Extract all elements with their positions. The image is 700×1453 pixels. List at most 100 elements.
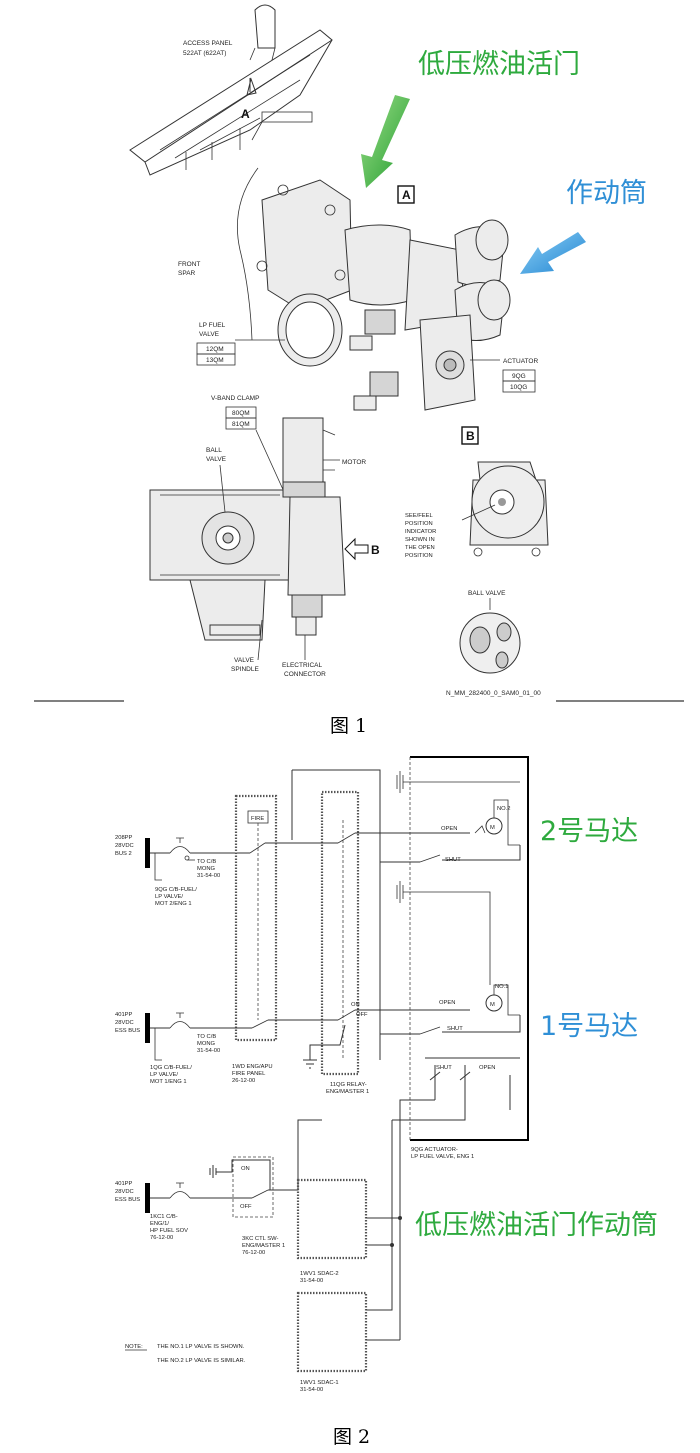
annotation-motor-1: 1号马达 (540, 1011, 638, 1042)
view-b-box (461, 426, 479, 445)
green-arrow-icon (361, 95, 410, 188)
actuator-face-view-b (469, 461, 549, 557)
view-a-box (397, 185, 415, 204)
cb2-name-3: MOT 1/ENG 1 (150, 1079, 187, 1085)
relay-label-1: 11QG RELAY- (330, 1082, 367, 1088)
view-a-box-label: A (402, 188, 411, 202)
see-feel-label-2: POSITION (405, 521, 433, 527)
wire-indicators (392, 1075, 511, 1340)
motor-label: MOTOR (342, 459, 366, 466)
actuator-id-2: 10QG (510, 384, 527, 391)
wire-top (291, 769, 381, 1060)
ess-bus-2-label-2: 28VDC (115, 1189, 134, 1195)
cb2-to-1: TO C/B (197, 1034, 216, 1040)
ctl-off-label: OFF (240, 1204, 252, 1210)
no2-label: NO.2 (497, 806, 511, 812)
relay-coil-ground (303, 1024, 346, 1069)
ground-icon (396, 771, 520, 793)
actuator-label-1: 9QG ACTUATOR- (411, 1147, 458, 1153)
sdac-1-label-1: 1WV1 SDAC-1 (300, 1380, 339, 1386)
vband-id-1: 80QM (232, 410, 250, 417)
fire-panel-label-2: FIRE PANEL (232, 1071, 266, 1077)
view-b-arrow-label: B (371, 543, 380, 557)
ground-icon-2 (396, 881, 491, 985)
cb-9qg-symbol (169, 837, 191, 854)
position-switches (425, 1057, 520, 1100)
blue-arrow-icon (520, 232, 586, 274)
sdac-1-box (296, 1291, 368, 1373)
view-b-box-label: B (466, 429, 475, 443)
see-feel-label-3: INDICATOR (405, 529, 436, 535)
access-panel-label: ACCESS PANEL (183, 40, 233, 47)
front-spar-label-1: FRONT (178, 261, 200, 268)
note-label: NOTE: (125, 1344, 143, 1350)
ball-valve-label-1: BALL (206, 447, 222, 454)
cb2-to-3: 31-54-00 (197, 1048, 220, 1054)
shut-indicator-label: SHUT (436, 1065, 452, 1071)
wire-motor2-open (292, 832, 470, 844)
note-line-1: THE NO.1 LP VALVE IS SHOWN. (157, 1344, 245, 1350)
figure-2: 208PP 28VDC BUS 2 TO C/B MONG 31-54-00 9… (115, 756, 658, 1448)
electrical-connector-label-2: CONNECTOR (284, 671, 326, 678)
cb2-to-2: MONG (197, 1041, 216, 1047)
sdac-2-label-1: 1WV1 SDAC-2 (300, 1271, 339, 1277)
open-indicator-label: OPEN (479, 1065, 495, 1071)
figure-1: ACCESS PANEL 522AT (622AT) A 低压燃油活门 作动筒 … (34, 4, 684, 737)
view-a-arrow-label: A (241, 107, 250, 121)
ess-bus-1-label-2: 28VDC (115, 1020, 134, 1026)
no1-label: NO.1 (495, 984, 509, 990)
fire-label: FIRE (251, 816, 264, 822)
vband-clamp-label: V-BAND CLAMP (211, 395, 259, 402)
cb1-to-2: MONG (197, 866, 216, 872)
annotation-actuator-fig2: 低压燃油活门作动筒 (415, 1210, 658, 1241)
ctl-sw-label-1: 3KC CTL SW- (242, 1236, 278, 1242)
cb1-to-1: TO C/B (197, 859, 216, 865)
bus-2-label-2: 28VDC (115, 843, 134, 849)
cb1-to-3: 31-54-00 (197, 873, 220, 879)
drawing-id: N_MM_282400_0_SAM0_01_00 (446, 690, 541, 697)
shut2-label: SHUT (445, 857, 461, 863)
cb3-name-4: 76-12-00 (150, 1235, 173, 1241)
cb-1kc1-symbol (169, 1182, 191, 1199)
lp-fuel-valve-label-1: LP FUEL (199, 322, 226, 329)
cb2-name-2: LP VALVE/ (150, 1072, 178, 1078)
ctl-switch-wiring (209, 1159, 271, 1190)
see-feel-label-6: POSITION (405, 553, 433, 559)
fire-panel-label-3: 26-12-00 (232, 1078, 255, 1084)
ess-bus-1-bar (145, 1013, 150, 1043)
figure-2-caption: 图 2 (333, 1426, 370, 1448)
sdac-2-box (296, 1178, 368, 1260)
ball-valve-b-label: BALL VALVE (468, 590, 506, 597)
fire-panel-label-1: 1WD ENG/APU (232, 1064, 273, 1070)
ess-bus-2-label-1: 401PP (115, 1181, 133, 1187)
relay-on-label: ON (351, 1002, 360, 1008)
valve-spindle-label-2: SPINDLE (231, 666, 259, 673)
cb3-name-3: HP FUEL SOV (150, 1228, 188, 1234)
ess-bus-2-label-3: ESS BUS (115, 1197, 140, 1203)
wire-ess-bus-2 (150, 1119, 322, 1199)
relay-box (320, 790, 360, 1076)
wire-ess-bus-1 (150, 1009, 470, 1029)
wire-motor1-shut (379, 1015, 521, 1035)
ball-valve-sphere (459, 612, 521, 674)
vband-id-2: 81QM (232, 421, 250, 428)
valve-spindle-label-1: VALVE (234, 657, 255, 664)
see-feel-label-4: SHOWN IN (405, 537, 435, 543)
cb3-name-1: 1KC1 C/B- (150, 1214, 178, 1220)
open1-label: OPEN (439, 1000, 455, 1006)
ctl-switch-box (232, 1156, 274, 1218)
lp-fuel-valve-id-2: 13QM (206, 357, 224, 364)
see-feel-label-1: SEE/FEEL (405, 513, 433, 519)
lp-fuel-valve-label-2: VALVE (199, 331, 220, 338)
ess-bus-2-bar (145, 1183, 150, 1213)
annotation-motor-2: 2号马达 (540, 816, 638, 847)
lp-fuel-valve-id-1: 12QM (206, 346, 224, 353)
annotation-actuator: 作动筒 (566, 178, 647, 209)
ctl-on-label: ON (241, 1166, 250, 1172)
wire-sdac (366, 1120, 400, 1341)
lp-fuel-valve-body (256, 179, 511, 411)
front-spar-line (237, 167, 259, 341)
motor-2-m: M (490, 825, 495, 831)
cb1-name-3: MOT 2/ENG 1 (155, 901, 192, 907)
note-line-2: THE NO.2 LP VALVE IS SIMILAR. (157, 1358, 246, 1364)
